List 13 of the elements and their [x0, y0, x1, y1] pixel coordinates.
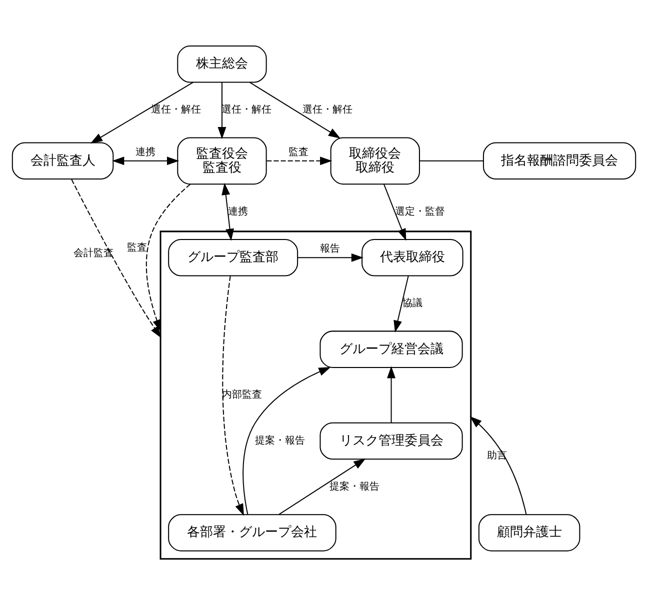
edge-label: 選任・解任: [151, 104, 202, 116]
edge-label: 報告: [320, 243, 340, 254]
edge-label: 監査: [288, 146, 309, 158]
edge-label: 連携: [228, 206, 248, 217]
edge-label: 選任・解任: [302, 104, 352, 116]
edge-label: 連携: [135, 146, 156, 158]
edge-label: 監査: [126, 242, 147, 254]
edge-label: 選定・監督: [394, 206, 445, 217]
edge-label: 提案・報告: [254, 435, 305, 446]
edge-label: 提案・報告: [329, 480, 380, 492]
edge-label: 協議: [402, 297, 422, 308]
edge-label: 内部監査: [222, 389, 262, 400]
edge-label: 会計監査: [74, 248, 114, 259]
